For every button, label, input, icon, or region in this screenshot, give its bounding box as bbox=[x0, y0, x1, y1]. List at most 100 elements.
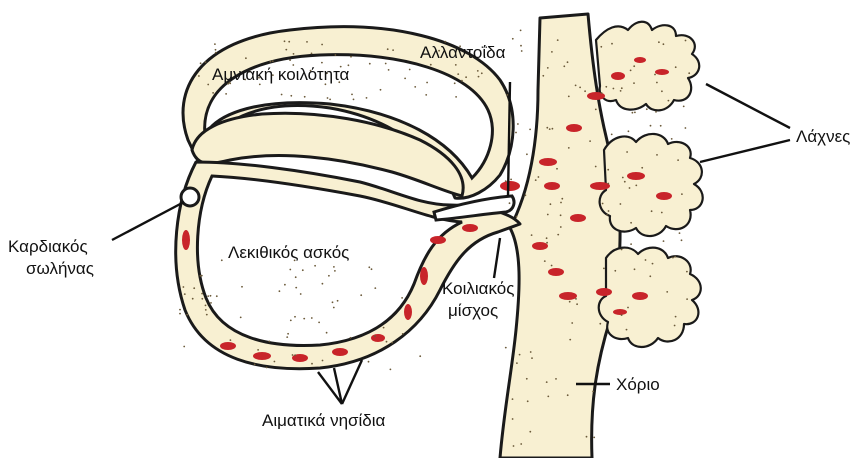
pointer-blood-island-3 bbox=[342, 360, 362, 404]
stipple-dot bbox=[627, 307, 629, 309]
stipple-dot bbox=[608, 210, 610, 212]
label-heart-tube-1: Καρδιακός bbox=[8, 237, 88, 256]
stipple-dot bbox=[368, 266, 370, 268]
vessel bbox=[627, 172, 645, 180]
stipple-dot bbox=[668, 100, 670, 102]
stipple-dot bbox=[663, 240, 665, 242]
stipple-dot bbox=[527, 400, 529, 402]
stipple-dot bbox=[207, 295, 209, 297]
stipple-dot bbox=[568, 96, 570, 98]
stipple-dot bbox=[686, 271, 688, 273]
stipple-dot bbox=[656, 154, 658, 156]
stipple-dot bbox=[193, 287, 195, 289]
stipple-dot bbox=[304, 96, 306, 98]
stipple-dot bbox=[620, 90, 622, 92]
stipple-dot bbox=[547, 396, 549, 398]
stipple-dot bbox=[521, 50, 523, 52]
stipple-dot bbox=[392, 49, 394, 51]
stipple-dot bbox=[465, 76, 467, 78]
stipple-dot bbox=[674, 325, 676, 327]
stipple-dot bbox=[455, 96, 457, 98]
stipple-dot bbox=[529, 431, 531, 433]
vessel bbox=[596, 288, 612, 296]
stipple-dot bbox=[685, 127, 687, 129]
stipple-dot bbox=[634, 112, 636, 114]
stipple-dot bbox=[649, 275, 651, 277]
stipple-dot bbox=[333, 266, 335, 268]
stipple-dot bbox=[593, 437, 595, 439]
label-villi: Λάχνες bbox=[796, 127, 850, 146]
stipple-dot bbox=[686, 298, 688, 300]
stipple-dot bbox=[621, 87, 623, 89]
stipple-dot bbox=[329, 99, 331, 101]
label-chorion: Χόριο bbox=[616, 375, 660, 394]
stipple-dot bbox=[525, 194, 527, 196]
stipple-dot bbox=[632, 112, 634, 114]
stipple-dot bbox=[385, 63, 387, 65]
stipple-dot bbox=[671, 138, 673, 140]
stipple-dot bbox=[531, 357, 533, 359]
stipple-dot bbox=[286, 336, 288, 338]
label-heart-tube-2: σωλήνας bbox=[26, 259, 94, 278]
stipple-dot bbox=[584, 90, 586, 92]
stipple-dot bbox=[526, 153, 528, 155]
stipple-dot bbox=[620, 203, 622, 205]
stipple-dot bbox=[302, 269, 304, 271]
stipple-dot bbox=[200, 62, 202, 64]
stipple-dot bbox=[215, 49, 217, 51]
villus-top bbox=[596, 22, 699, 111]
stipple-dot bbox=[674, 256, 676, 258]
stipple-dot bbox=[335, 54, 337, 56]
stipple-dot bbox=[333, 307, 335, 309]
stipple-dot bbox=[332, 301, 334, 303]
stipple-dot bbox=[681, 193, 683, 195]
stipple-dot bbox=[274, 361, 276, 363]
vessel bbox=[532, 242, 548, 250]
stipple-dot bbox=[646, 108, 648, 110]
stipple-dot bbox=[279, 290, 281, 292]
vessel bbox=[220, 342, 236, 350]
stipple-dot bbox=[241, 286, 243, 288]
stipple-dot bbox=[613, 88, 615, 90]
vessel bbox=[566, 124, 582, 132]
stipple-dot bbox=[579, 87, 581, 89]
stipple-dot bbox=[530, 351, 532, 353]
stipple-dot bbox=[425, 94, 427, 96]
stipple-dot bbox=[630, 243, 632, 245]
stipple-dot bbox=[661, 90, 663, 92]
stipple-dot bbox=[300, 293, 302, 295]
villus-middle bbox=[600, 134, 703, 236]
stipple-dot bbox=[212, 92, 214, 94]
stipple-dot bbox=[337, 300, 339, 302]
stipple-dot bbox=[611, 43, 613, 45]
stipple-dot bbox=[595, 109, 597, 111]
stipple-dot bbox=[614, 270, 616, 272]
stipple-dot bbox=[353, 99, 355, 101]
stipple-dot bbox=[506, 94, 508, 96]
vessel bbox=[500, 181, 520, 191]
label-allantois: Αλλαντοΐδα bbox=[420, 43, 506, 62]
stipple-dot bbox=[186, 314, 188, 316]
stipple-dot bbox=[326, 332, 328, 334]
vessel bbox=[656, 192, 672, 200]
stipple-dot bbox=[303, 318, 305, 320]
stipple-dot bbox=[605, 86, 607, 88]
vessel bbox=[371, 334, 385, 342]
stipple-dot bbox=[630, 70, 632, 72]
stipple-dot bbox=[289, 269, 291, 271]
villus-bottom bbox=[599, 248, 701, 347]
stipple-dot bbox=[589, 140, 591, 142]
stipple-dot bbox=[221, 259, 223, 261]
stipple-dot bbox=[198, 75, 200, 77]
stipple-dot bbox=[409, 69, 411, 71]
stipple-dot bbox=[360, 294, 362, 296]
stipple-dot bbox=[600, 46, 602, 48]
stipple-dot bbox=[679, 232, 681, 234]
stipple-dot bbox=[654, 74, 656, 76]
stipple-dot bbox=[510, 179, 512, 181]
stipple-dot bbox=[660, 125, 662, 127]
stipple-dot bbox=[268, 341, 270, 343]
stipple-dot bbox=[179, 313, 181, 315]
stipple-dot bbox=[535, 179, 537, 181]
